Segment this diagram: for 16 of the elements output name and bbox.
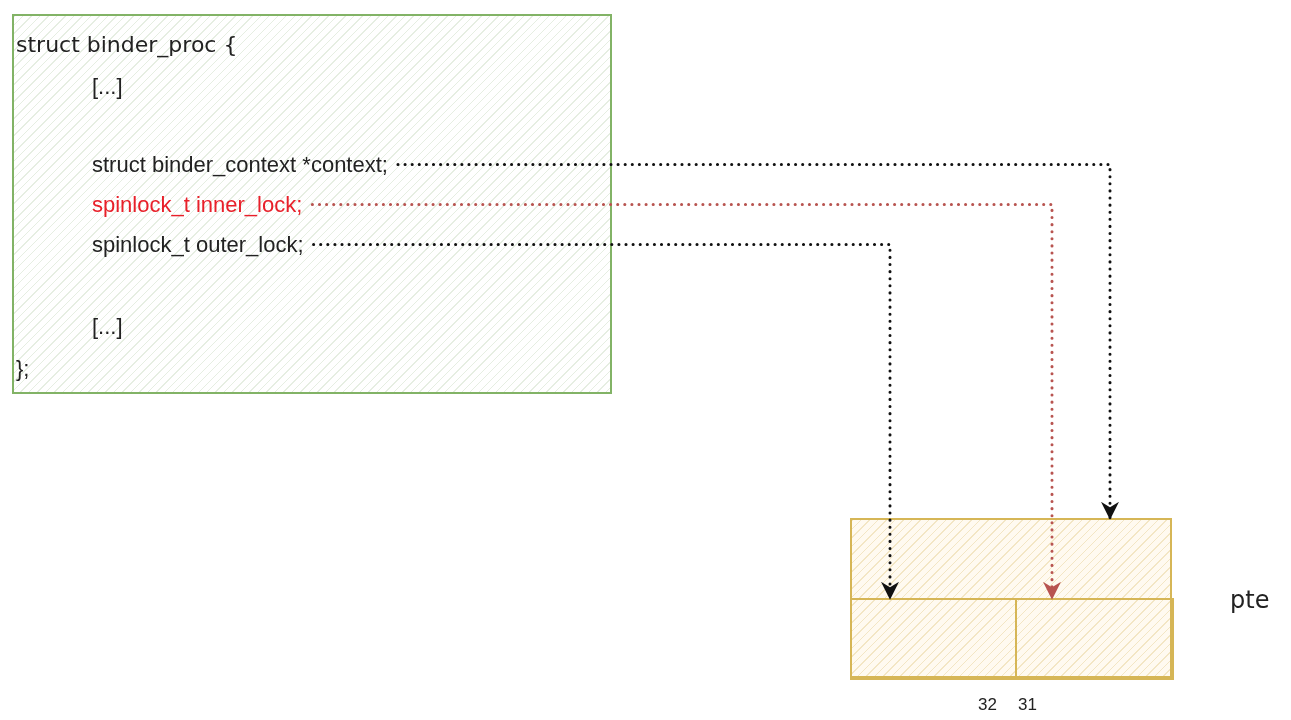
struct-code-box [12, 14, 612, 394]
cell-caption: pte [1230, 585, 1270, 616]
code-line: spinlock_t outer_lock; [92, 228, 304, 261]
code-line: struct binder_context *context; [92, 148, 388, 181]
bit-number: 31 [1018, 694, 1037, 716]
table-cell [850, 598, 1017, 680]
dotted-arrow [396, 163, 1119, 520]
code-line: struct binder_proc { [16, 31, 238, 60]
bit-number: 32 [978, 694, 997, 716]
table-cell [1015, 598, 1174, 680]
dotted-arrow [310, 203, 1061, 600]
dotted-arrow [312, 243, 899, 600]
code-line: [...] [92, 313, 123, 341]
code-line: [...] [92, 73, 123, 101]
code-line: }; [16, 355, 30, 383]
code-line: spinlock_t inner_lock; [92, 188, 303, 221]
